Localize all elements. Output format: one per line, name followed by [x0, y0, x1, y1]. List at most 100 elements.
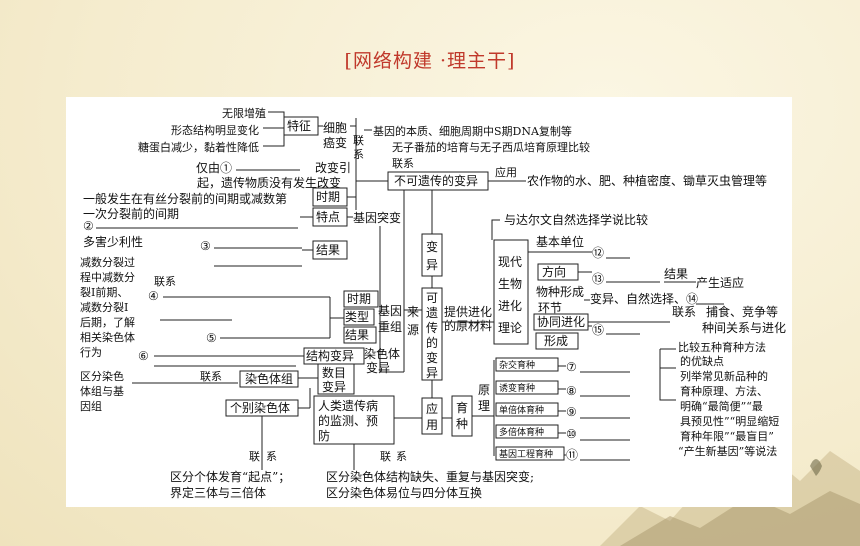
- chrom-link: 联系: [200, 370, 222, 383]
- nonheritable-link: 联系: [392, 157, 414, 170]
- method-3-box: [495, 402, 559, 417]
- feature-3: 糖蛋白减少，黏着性降低: [138, 140, 259, 154]
- recomb-timing-box: [343, 290, 379, 308]
- nonheritable-apply-text: 农作物的水、肥、种植密度、锄草灭虫管理等: [527, 173, 767, 188]
- chrom-label-1: 染色体: [364, 346, 400, 361]
- disease-bottom-1: 区分染色体结构缺失、重复与基因突变;: [326, 469, 534, 484]
- marker-15: ⑮: [592, 323, 604, 337]
- chrom-desc-2: 体组与基: [80, 384, 124, 398]
- chrom-bottom-text-2: 界定三体与三倍体: [170, 485, 266, 500]
- recomb-desc-4: 减数分裂Ⅰ: [80, 301, 128, 314]
- mutation-result-label: 结果: [316, 243, 340, 257]
- method-1: 杂交育种: [499, 359, 535, 371]
- principle-2: 理: [478, 399, 490, 413]
- chrom-bottom-link-2: 系: [266, 450, 277, 463]
- apply-1: 应: [426, 401, 438, 416]
- formation-label: 形成: [544, 334, 568, 348]
- heritable-2: 遗: [426, 306, 438, 320]
- concept-map: 无限增殖 形态结构明显变化 糖蛋白减少，黏着性降低 特征 细胞 癌变 联 系 基…: [80, 106, 786, 500]
- nonheritable-apply: 应用: [495, 165, 517, 179]
- disease-link-2: 系: [396, 450, 407, 463]
- evolution-3: 进化: [498, 299, 522, 313]
- mutation-feature-2: 多害少利性: [83, 234, 143, 249]
- structure-variation-label: 结构变异: [306, 348, 354, 363]
- chrom-desc-1: 区分染色: [80, 369, 124, 383]
- variation-2: 异: [426, 258, 438, 272]
- recomb-desc-2: 程中减数分: [80, 271, 135, 284]
- mutation-timing-2: 一次分裂前的间期: [83, 206, 179, 221]
- species-formation: 物种形成: [536, 285, 584, 299]
- nonheritable-box-label: 不可遗传的变异: [394, 173, 478, 188]
- mutation-timing-label: 时期: [316, 190, 340, 204]
- evo-result: 结果: [664, 267, 688, 281]
- page-title: [网络构建 ·理主干]: [344, 50, 516, 72]
- recomb-marker-5: ⑤: [206, 331, 217, 345]
- recomb-link: 联系: [154, 275, 176, 288]
- breeding-note-1: 比较五种育种方法: [678, 340, 766, 354]
- predation-1: 捕食、竞争等: [706, 304, 778, 319]
- provide-2: 的原材料: [444, 318, 492, 333]
- evolution-4: 理论: [498, 321, 522, 335]
- marker-12: ⑫: [592, 246, 604, 260]
- chromosome-set-label: 染色体组: [245, 371, 293, 386]
- recomb-desc-3: 裂Ⅰ前期、: [80, 285, 128, 299]
- recomb-timing-label: 时期: [347, 292, 371, 306]
- mutation-timing-1: 一般发生在有丝分裂前的间期或减数第: [83, 191, 287, 206]
- link-text-2: 无子番茄的培育与无子西瓜培育原理比较: [392, 140, 590, 154]
- evo-adapt: 产生适应: [696, 275, 744, 290]
- number-variation-box: [317, 363, 355, 395]
- marker-10: ⑩: [566, 427, 577, 441]
- apply-box: [421, 397, 443, 435]
- recomb-box-label-2: 重组: [378, 320, 402, 334]
- chrom-label-2: 变异: [366, 360, 390, 375]
- link-text-1: 基因的本质、细胞周期中S期DNA复制等: [373, 124, 572, 138]
- breeding-note-5: 明确“最简便”“最: [680, 399, 763, 413]
- heritable-1: 可: [426, 291, 438, 305]
- breeding-note-6: 具预见性”“明显缩短: [680, 414, 779, 428]
- caused-full-label: 起，遗传物质没有发生改变: [197, 175, 341, 190]
- number-variation-1: 数目: [322, 365, 346, 380]
- source-1: 来: [407, 305, 419, 319]
- recomb-desc-6: 相关染色体: [80, 330, 135, 344]
- disease-link-1: 联: [380, 450, 391, 463]
- breeding-bracket: [659, 348, 676, 401]
- marker-13: ⑬: [592, 272, 604, 286]
- marker-7: ⑦: [566, 360, 577, 374]
- disease-3: 防: [318, 428, 330, 443]
- method-4-box: [495, 424, 559, 439]
- predation-2: 种间关系与进化: [702, 321, 786, 335]
- chrom-bottom-link-1: 联: [249, 450, 260, 463]
- principle-1: 原: [478, 383, 490, 397]
- formation-box: [535, 332, 579, 350]
- chromosome-set-box: [239, 370, 299, 388]
- evolution-box: [493, 239, 529, 345]
- breeding-note-3: 列举常见新品种的: [680, 369, 768, 383]
- disease-box: [313, 395, 395, 445]
- method-1-box: [495, 357, 559, 372]
- method-5-box: [495, 446, 565, 461]
- disease-2: 的监测、预: [318, 413, 378, 428]
- recomb-type-box: [343, 308, 375, 326]
- chrom-bottom-text-1: 区分个体发育“起点”；: [170, 469, 290, 484]
- evolution-1: 现代: [498, 255, 522, 269]
- link-vertical-1: 联: [353, 134, 364, 147]
- variation-1: 变: [426, 239, 438, 254]
- marker-11: ⑪: [566, 448, 578, 462]
- concept-map-panel: 无限增殖 形态结构明显变化 糖蛋白减少，黏着性降低 特征 细胞 癌变 联 系 基…: [66, 97, 792, 507]
- cancer-label-1: 细胞: [323, 121, 347, 135]
- individual-chrom-label: 个别染色体: [230, 400, 290, 415]
- breeding-note-4: 育种原理、方法、: [680, 384, 768, 398]
- number-variation-2: 变异: [322, 379, 346, 394]
- heritable-5: 变: [426, 350, 438, 365]
- recomb-result-box: [343, 326, 377, 344]
- breeding-note-2: 的优缺点: [680, 354, 724, 368]
- link2-label: 联系: [672, 305, 696, 319]
- disease-bottom-2: 区分染色体易位与四分体互换: [326, 485, 482, 500]
- link-label: 环节: [538, 301, 562, 315]
- breeding-2: 种: [456, 417, 468, 431]
- apply-2: 用: [426, 418, 438, 432]
- recomb-marker-4: ④: [148, 289, 159, 303]
- result-marker-3: ③: [200, 239, 211, 253]
- method-4: 多倍体育种: [499, 426, 544, 438]
- recomb-result-label: 结果: [345, 328, 369, 342]
